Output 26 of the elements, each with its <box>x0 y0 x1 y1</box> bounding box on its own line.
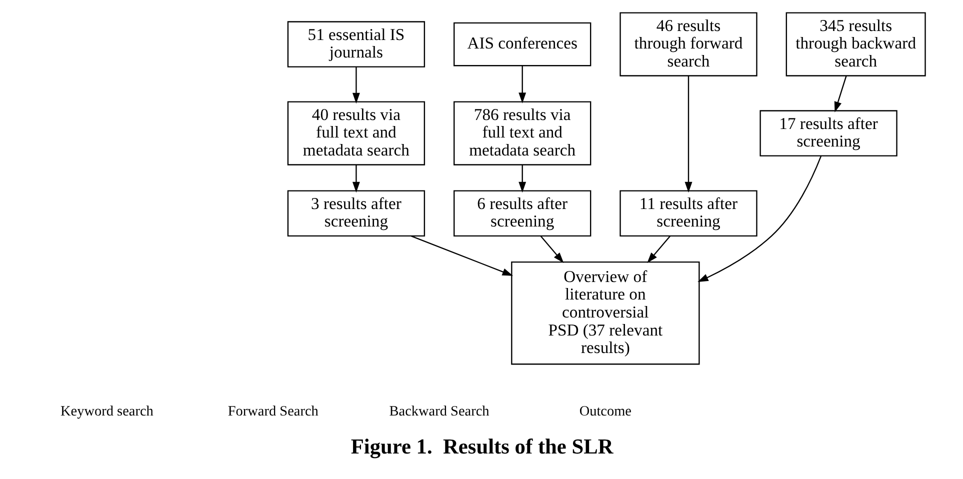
arrow <box>646 236 670 264</box>
node-box: Overview of literature on controversial PSD (37 relevant results) <box>510 261 700 365</box>
node-box: 786 results via full text and metadata search <box>453 101 591 166</box>
label: Outcome <box>578 403 632 420</box>
label: Forward Search <box>227 403 318 420</box>
node-box: 3 results after screening <box>286 190 425 237</box>
arrow <box>540 236 564 264</box>
node-box: 6 results after screening <box>453 190 591 237</box>
arrow <box>352 66 360 104</box>
label: Keyword search <box>60 403 153 420</box>
arrow <box>410 236 513 276</box>
caption: Figure 1. Results of the SLR <box>350 434 613 459</box>
arrow <box>352 164 360 193</box>
arrow <box>684 76 692 193</box>
node-box: 51 essential IS journals <box>286 21 425 68</box>
node-box: 17 results after screening <box>759 110 897 156</box>
arrow <box>697 156 822 282</box>
node-box: AIS conferences <box>453 22 591 66</box>
node-box: 46 results through forward search <box>619 12 757 76</box>
arrow <box>834 76 846 112</box>
node-box: 40 results via full text and metadata search <box>286 101 425 166</box>
node-box: 11 results after screening <box>619 190 757 237</box>
label: Backward Search <box>388 403 489 420</box>
arrow <box>518 66 526 104</box>
node-box: 345 results through backward search <box>785 12 926 76</box>
arrow <box>518 164 526 193</box>
